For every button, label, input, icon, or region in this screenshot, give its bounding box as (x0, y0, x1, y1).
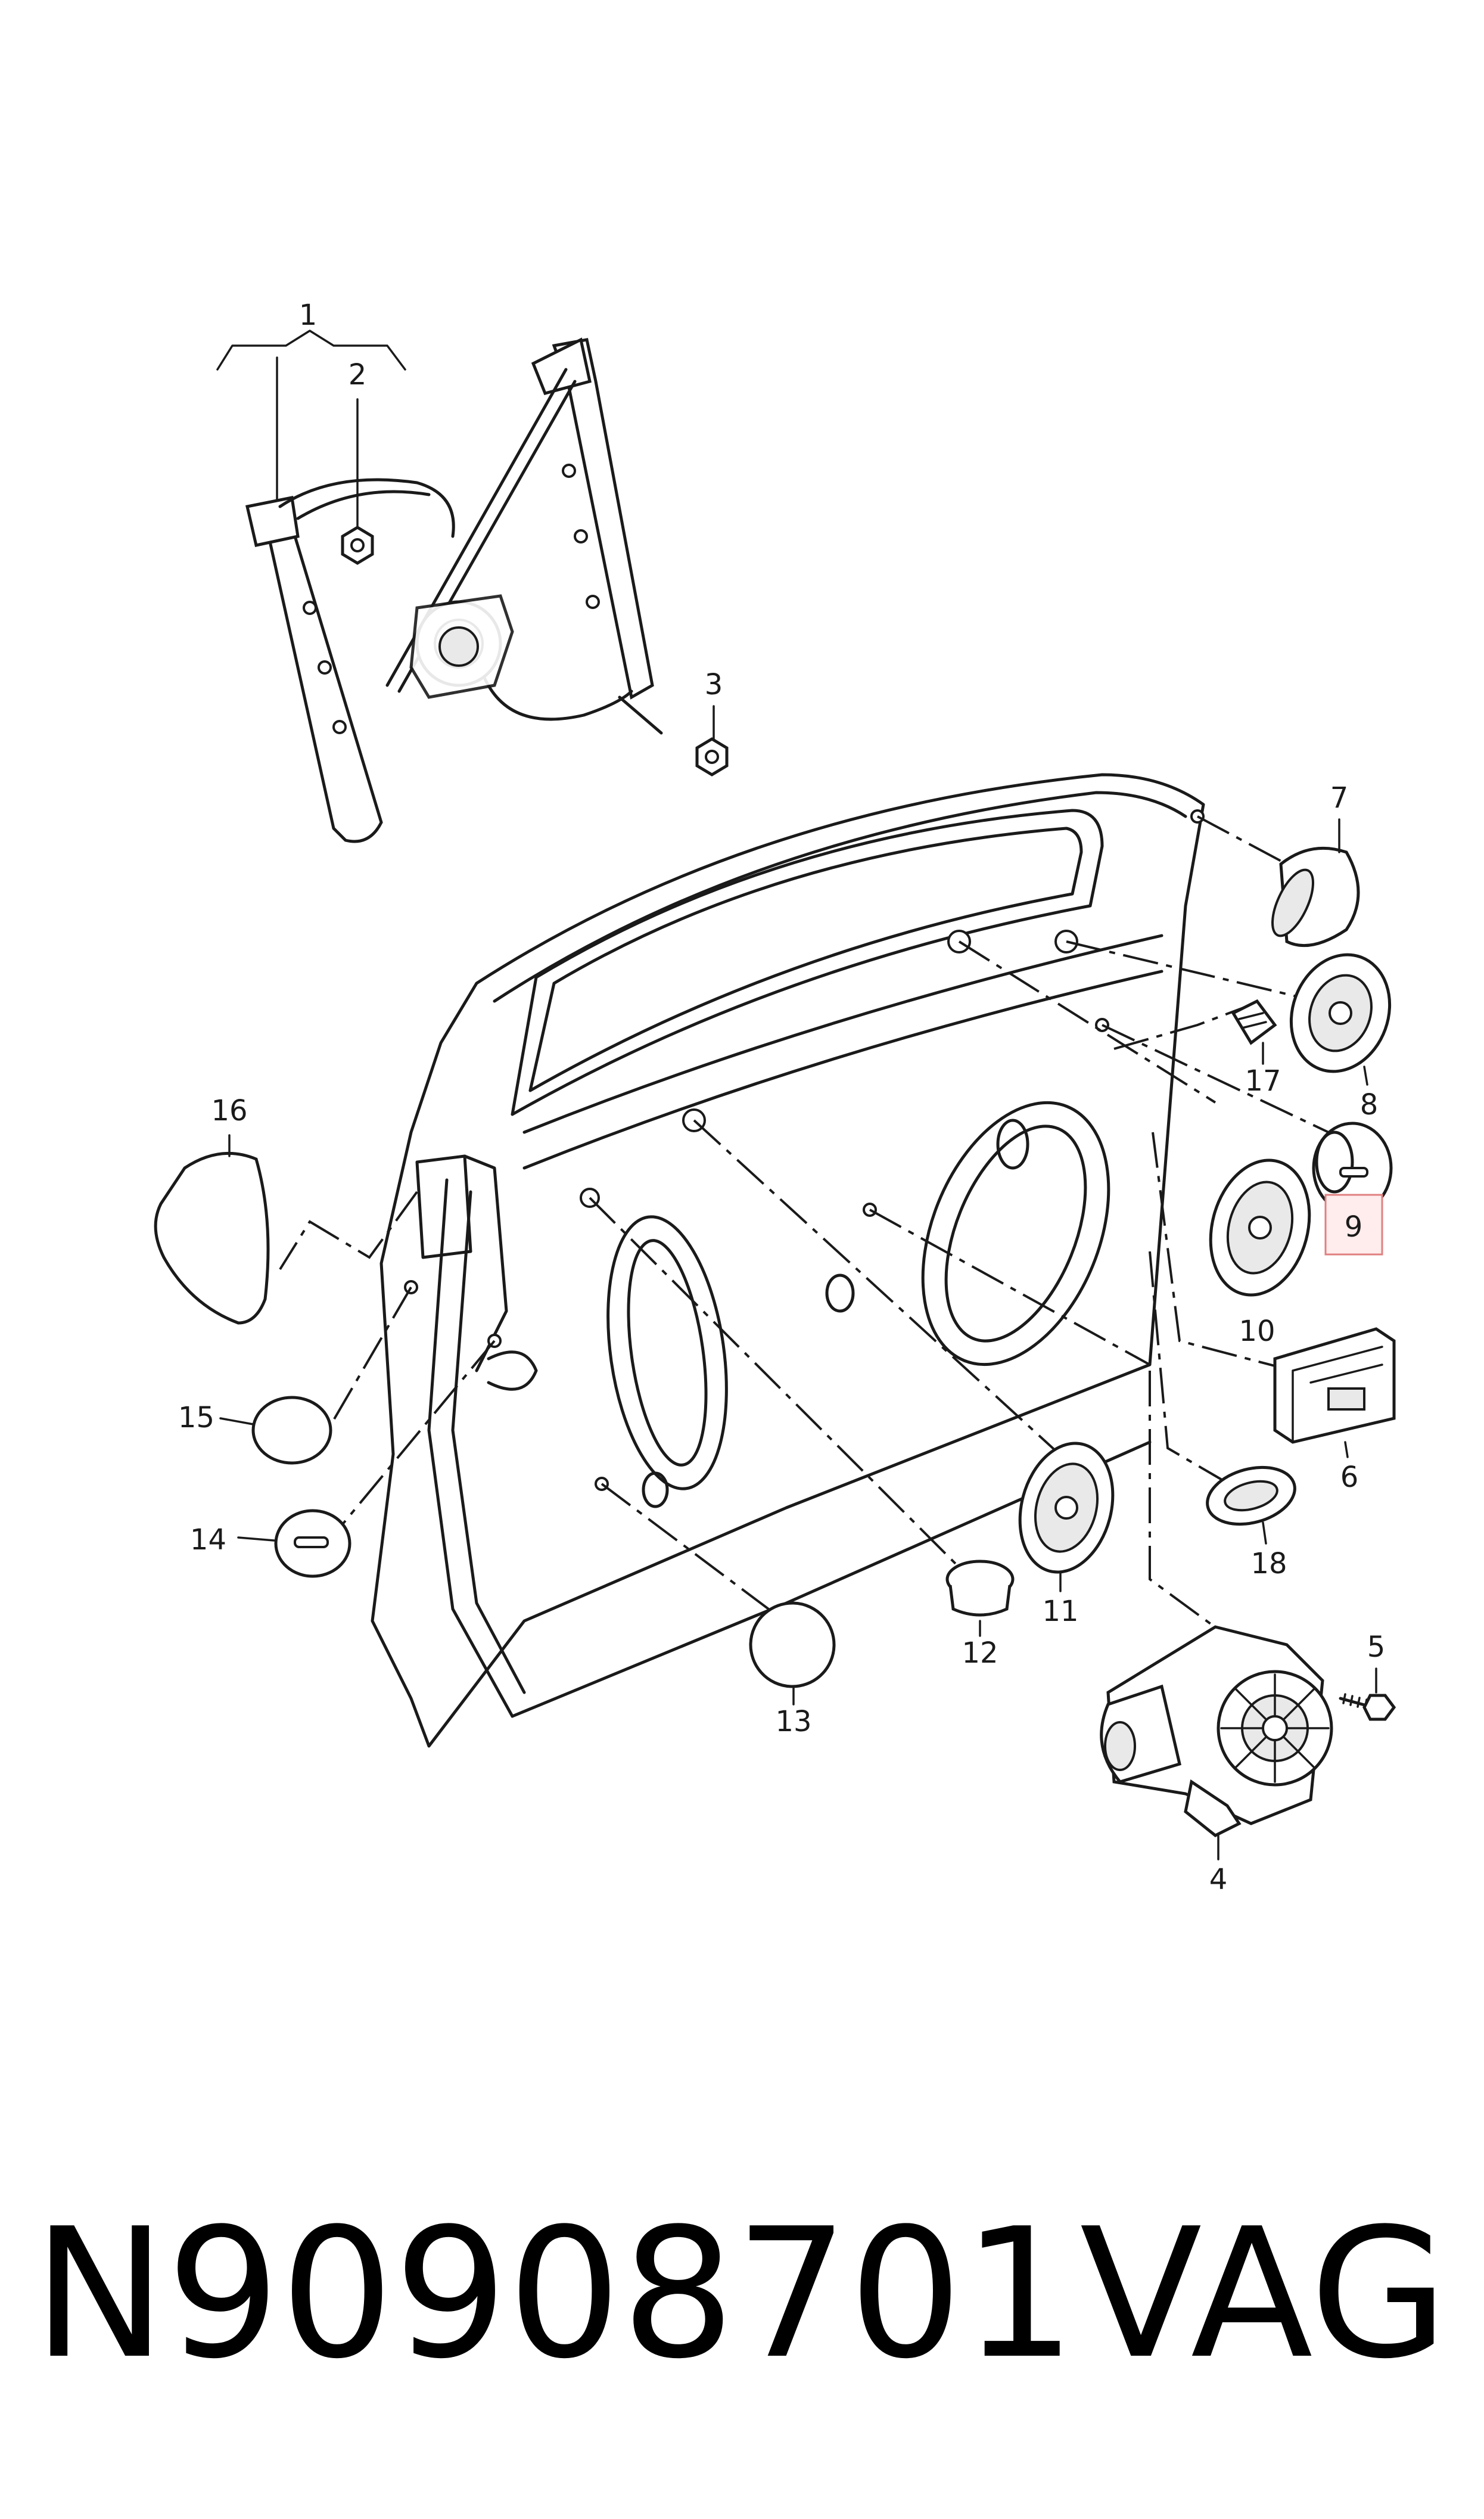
callout-1: 1 (299, 299, 318, 332)
cover-part-16 (154, 1134, 270, 1325)
grommet-part-11 (1018, 1442, 1115, 1592)
motor-part-4 (1100, 1625, 1333, 1860)
window-regulator (216, 330, 663, 843)
callout-8: 8 (1360, 1088, 1379, 1122)
leader-lines (279, 815, 1329, 1646)
cap-part-7 (1271, 818, 1360, 948)
cap-part-13 (749, 1601, 836, 1706)
callout-4: 4 (1209, 1863, 1228, 1896)
callout-18: 18 (1250, 1547, 1287, 1580)
callout-15: 15 (178, 1401, 214, 1434)
callout-9-highlight (1324, 1194, 1383, 1256)
callout-9: 9 (1345, 1210, 1363, 1244)
callout-16: 16 (211, 1094, 247, 1128)
nut-part-2 (341, 398, 374, 565)
brand-name: VAG (1079, 2190, 1448, 2398)
callout-3: 3 (705, 668, 723, 701)
part-number: N90908701 (33, 2190, 1077, 2398)
callout-11: 11 (1042, 1595, 1078, 1628)
plug-part-14 (237, 1509, 351, 1578)
control-module-part-6 (1273, 1327, 1396, 1458)
callout-5: 5 (1367, 1630, 1386, 1664)
grommet-part-8 (1289, 953, 1392, 1086)
callout-7: 7 (1330, 781, 1349, 815)
seal-part-18 (1206, 1465, 1296, 1545)
callout-13: 13 (775, 1705, 811, 1738)
plug-part-15 (219, 1396, 332, 1465)
grommet-part-10 (1209, 1158, 1311, 1297)
plug-part-12 (945, 1560, 1015, 1637)
plug-part-9 (1312, 1122, 1393, 1220)
callout-12: 12 (962, 1636, 998, 1670)
callout-labels: 1 2 3 4 5 6 7 8 9 10 11 12 13 14 15 16 1… (178, 299, 1385, 1896)
screw-part-5 (1339, 1667, 1396, 1721)
callout-17: 17 (1245, 1064, 1281, 1098)
door-inner-panel (371, 773, 1205, 1748)
callout-6: 6 (1340, 1461, 1359, 1494)
callout-14: 14 (190, 1523, 226, 1557)
callout-2: 2 (349, 358, 367, 392)
clip-part-17 (1231, 999, 1277, 1065)
callout-10: 10 (1239, 1315, 1275, 1348)
nut-part-3 (695, 705, 729, 776)
